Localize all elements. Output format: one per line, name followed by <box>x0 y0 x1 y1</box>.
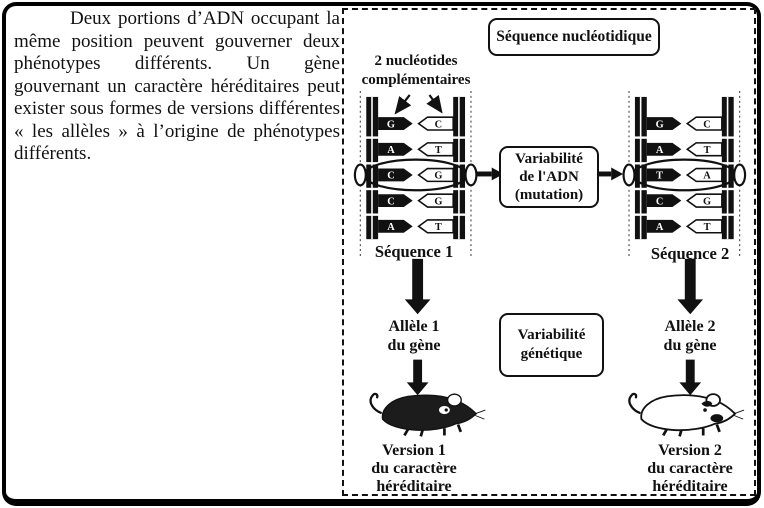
nucleotides-label: 2 nucléotides complémentaires <box>346 52 486 90</box>
variabilite-adn-line2: de l'ADN <box>519 169 579 185</box>
down-arrow-allele1-icon <box>406 359 429 396</box>
variabilite-genetique-line1: Variabilité <box>517 327 586 343</box>
version-1-label: Version 1 du caractère héréditaire <box>344 442 484 496</box>
allele-2-label: Allèle 2 du gène <box>630 318 750 355</box>
base-letter: A <box>656 222 664 233</box>
light-mouse-illustration <box>628 392 745 437</box>
base-letter: A <box>387 145 395 156</box>
version-1-line1: Version 1 <box>382 442 446 459</box>
base-letter: G <box>434 171 442 182</box>
base-letter: A <box>656 145 664 156</box>
variabilite-adn-line3: (mutation) <box>514 187 584 203</box>
version-1-line3: héréditaire <box>376 478 452 495</box>
down-arrow-allele2-icon <box>679 359 702 396</box>
sequence-nucleotidique-label: Séquence nucléotidique <box>496 28 652 45</box>
version-1-line2: du caractère <box>371 460 457 477</box>
version-2-line1: Version 2 <box>658 442 722 459</box>
mutation-arrow-right-icon <box>597 167 624 181</box>
version-2-line3: héréditaire <box>652 478 728 495</box>
base-letter: A <box>703 171 711 182</box>
base-letter: C <box>656 196 663 207</box>
base-letter: C <box>387 171 394 182</box>
sequence-2-label: Séquence 2 <box>650 244 730 263</box>
base-letter: G <box>387 119 395 130</box>
base-letter: G <box>434 196 442 207</box>
dna-sequence-1-graphic: G C A T C G C G A T <box>353 90 478 259</box>
diagram-graphics: G C A T C G C G A T G C A T T A C G A T <box>353 90 747 437</box>
allele-1-label: Allèle 1 du gène <box>354 318 474 355</box>
version-2-label: Version 2 du caractère héréditaire <box>620 442 760 496</box>
base-letter: T <box>704 222 711 233</box>
base-letter: T <box>704 145 711 156</box>
base-letter: G <box>703 196 711 207</box>
dna-sequence-2-graphic: G C A T T A C G A T <box>622 90 747 259</box>
down-arrow-sequence2-icon <box>677 258 704 315</box>
base-letter: C <box>387 196 394 207</box>
base-letter: T <box>435 222 442 233</box>
base-letter: C <box>703 119 710 130</box>
nucleotides-label-line2: complémentaires <box>361 72 471 88</box>
variabilite-genetique-line2: génétique <box>520 346 583 362</box>
dark-mouse-illustration <box>369 392 486 437</box>
mutation-arrow-left-icon <box>476 167 504 181</box>
allele-2-line2: du gène <box>663 336 717 354</box>
allele-2-line1: Allèle 2 <box>664 318 716 335</box>
sequence-1-label: Séquence 1 <box>374 242 454 261</box>
sequence-nucleotidique-box: Séquence nucléotidique <box>488 18 660 56</box>
intro-paragraph: Deux portions d’ADN occupant la même pos… <box>14 8 340 164</box>
variabilite-adn-box: Variabilité de l'ADN (mutation) <box>499 146 599 208</box>
base-letter: A <box>387 222 395 233</box>
base-letter: C <box>435 119 442 130</box>
variabilite-genetique-box: Variabilité génétique <box>499 313 604 377</box>
allele-1-line2: du gène <box>387 336 441 354</box>
nucleotides-pointer-arrows <box>394 94 443 115</box>
down-arrow-sequence1-icon <box>404 258 431 315</box>
variabilite-adn-line1: Variabilité <box>515 151 583 167</box>
version-2-line2: du caractère <box>647 460 733 477</box>
allele-1-line1: Allèle 1 <box>388 318 440 335</box>
base-letter: T <box>435 145 442 156</box>
nucleotides-label-line1: 2 nucléotides <box>374 53 458 69</box>
diagram-panel: G C A T C G C G A T G C A T T A C G A T <box>342 8 756 496</box>
base-letter: G <box>656 119 664 130</box>
base-letter: T <box>656 171 663 182</box>
